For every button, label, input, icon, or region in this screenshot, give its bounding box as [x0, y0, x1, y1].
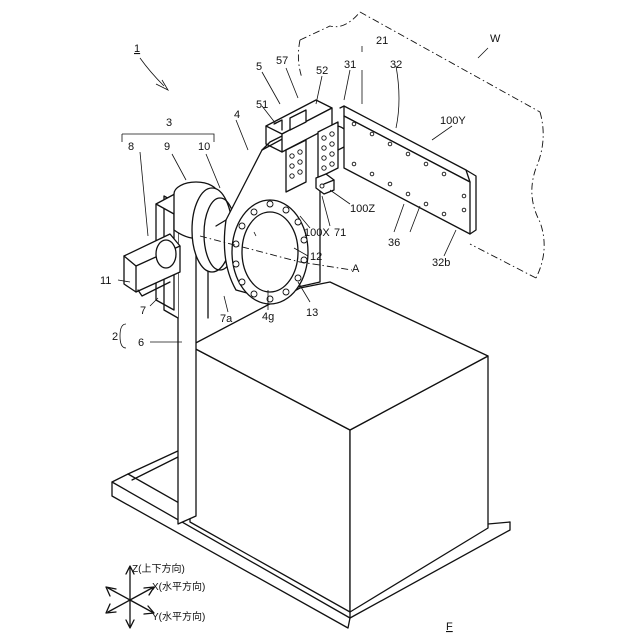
label-block: 51 — [256, 99, 268, 111]
label-ref-z: 100Z — [350, 203, 375, 215]
label-fixture: 5 — [256, 61, 262, 73]
label-sensor: 71 — [334, 227, 346, 239]
label-axis-a: A — [352, 263, 360, 275]
label-rotary-table: 10 — [198, 141, 210, 153]
axes-legend-arrows — [106, 566, 154, 628]
label-arm: 4 — [234, 109, 240, 121]
label-ref-x: 100X — [304, 227, 330, 239]
label-work-plate: 32 — [390, 59, 402, 71]
label-column-face: 7a — [220, 313, 233, 325]
label-motor-base: 11 — [100, 275, 111, 287]
base-body — [190, 282, 488, 612]
axis-z-label: Z(上下方向) — [132, 562, 185, 575]
label-flange-plate: 12 — [310, 251, 322, 263]
label-bracket: 21 — [376, 35, 388, 47]
label-holes: 36 — [388, 237, 400, 249]
label-bolts: 13 — [306, 307, 318, 319]
label-floor: F — [446, 621, 453, 633]
label-reducer: 9 — [164, 141, 170, 153]
label-base: 2 — [112, 331, 118, 343]
label-stand: 6 — [138, 337, 144, 349]
label-flange-center: 4g — [262, 311, 274, 323]
axis-y-label: Y(水平方向) — [152, 610, 205, 623]
label-workpiece: W — [490, 33, 501, 45]
label-motor: 8 — [128, 141, 134, 153]
label-ref-y: 100Y — [440, 115, 466, 127]
clamp-unit-right — [318, 122, 348, 178]
label-block-cover: 57 — [276, 55, 288, 67]
label-work-plate-edge: 32b — [432, 257, 450, 269]
label-device: 1 — [134, 43, 140, 55]
flange-plate — [232, 200, 308, 304]
label-block-top: 52 — [316, 65, 328, 77]
clamp-unit-left — [286, 140, 306, 192]
axis-x-label: X(水平方向) — [152, 580, 205, 593]
label-clamp-unit: 31 — [344, 59, 356, 71]
label-positioner: 3 — [166, 117, 172, 129]
label-support-column: 7 — [140, 305, 146, 317]
